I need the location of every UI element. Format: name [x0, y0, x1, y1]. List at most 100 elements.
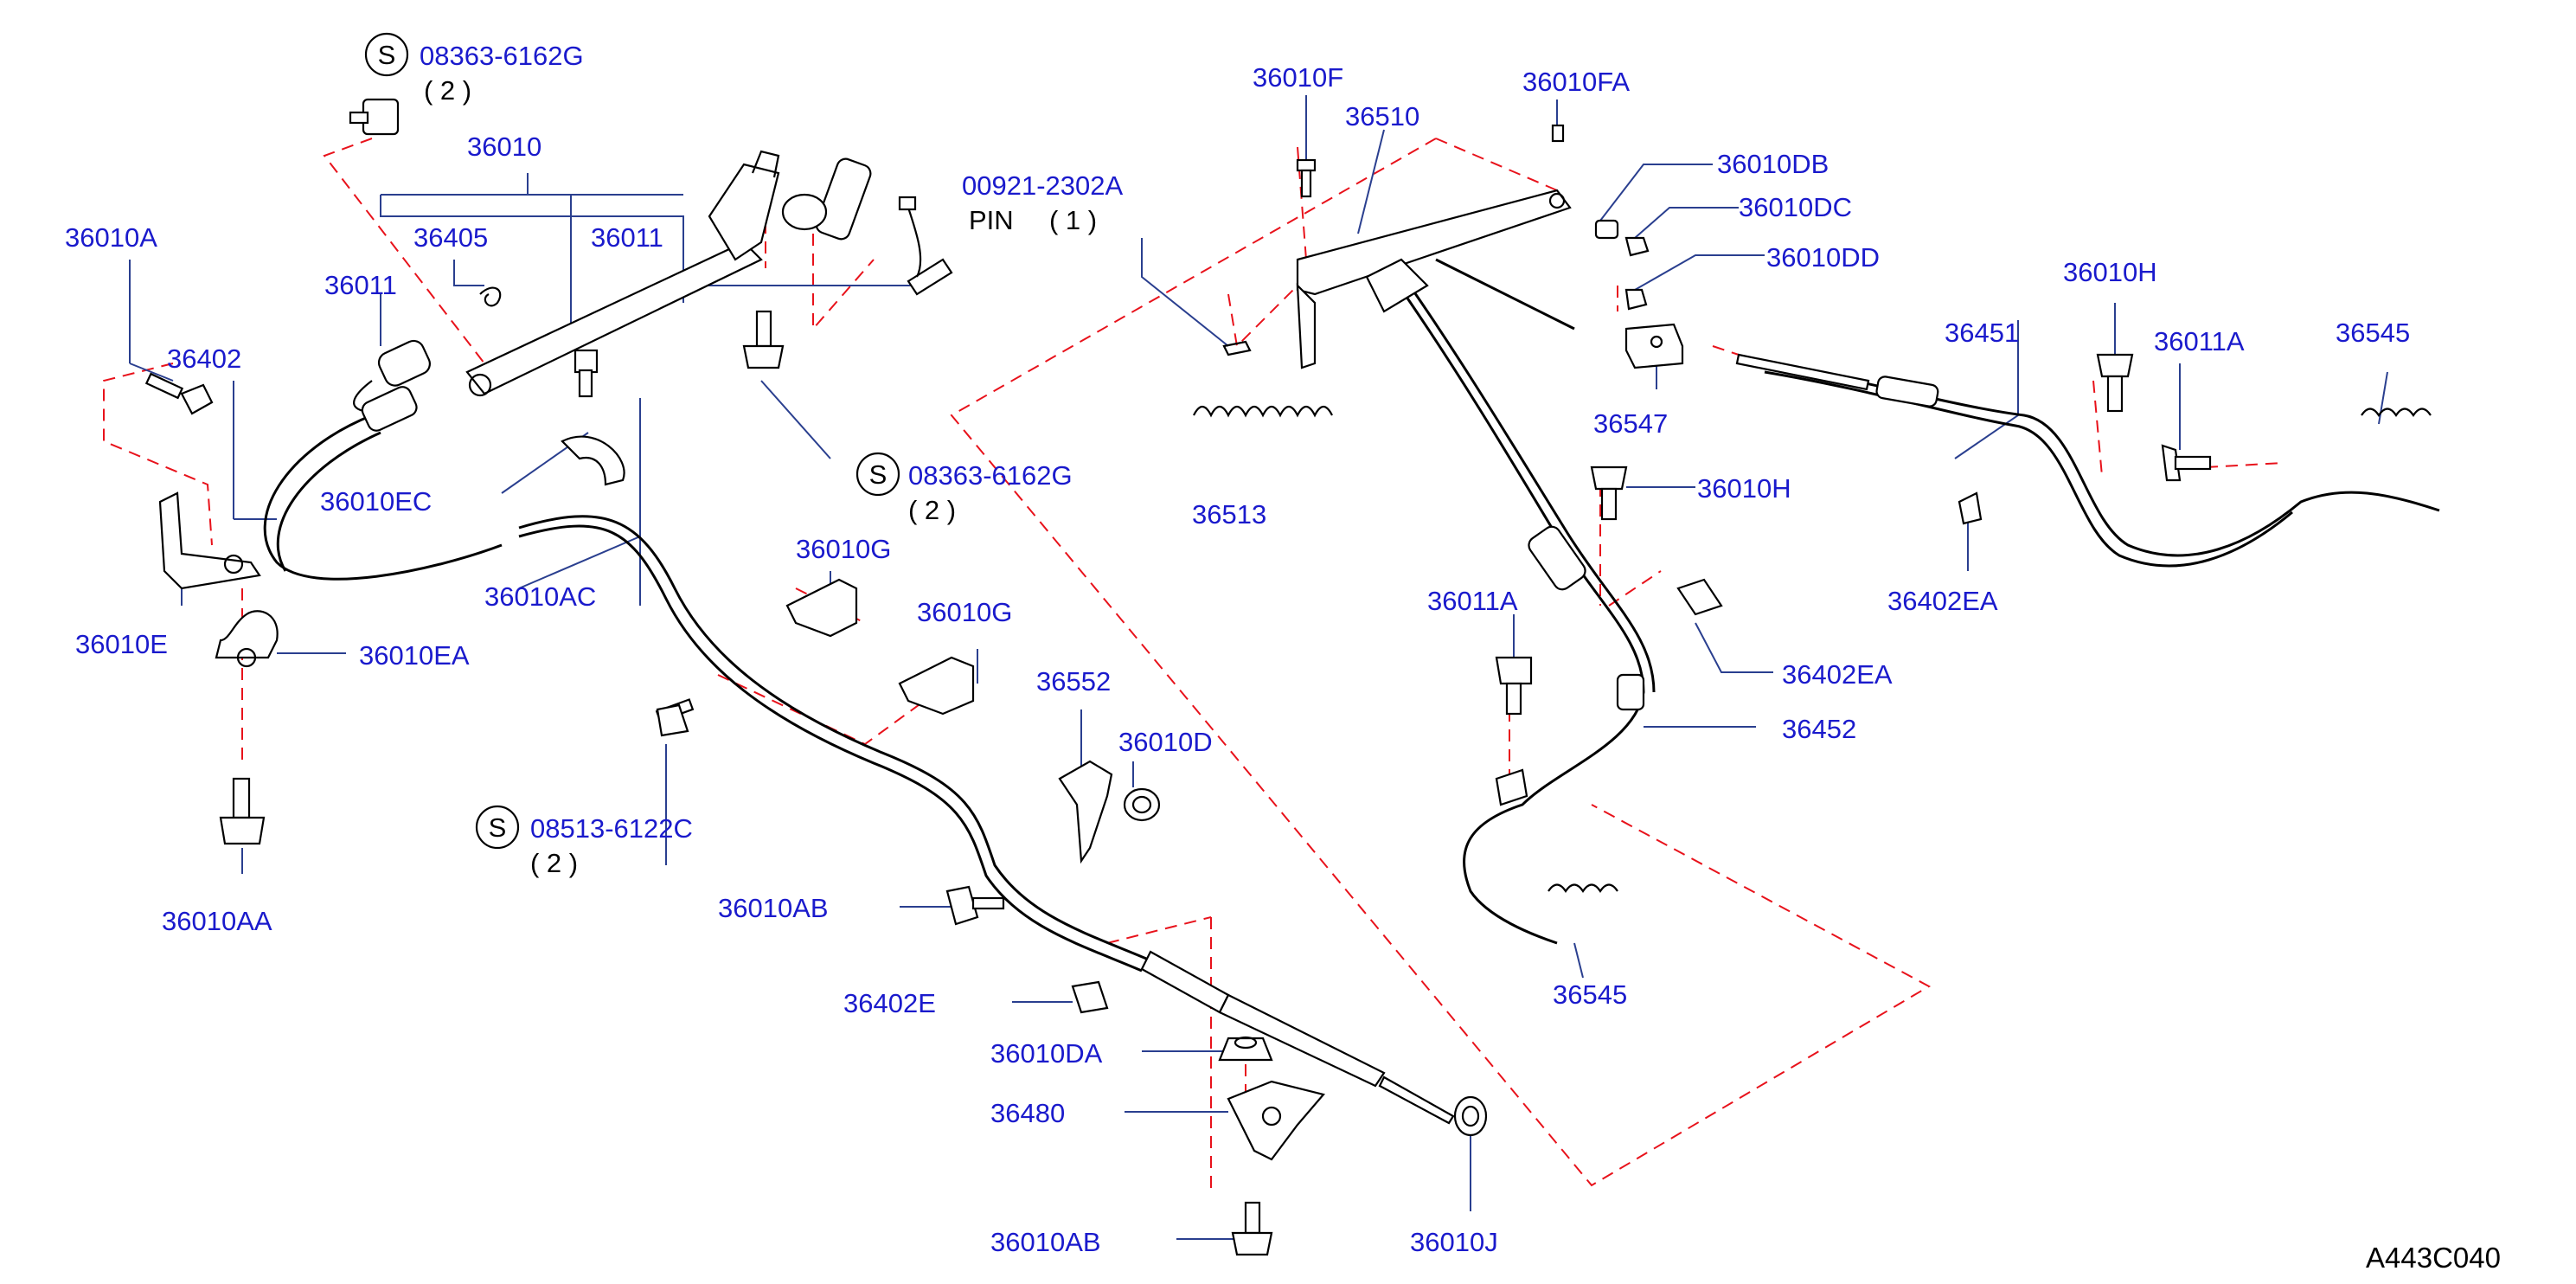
bolt-36402 [144, 372, 214, 415]
bolt-36011A-a [2161, 444, 2212, 482]
hand-brake-lever [465, 150, 872, 397]
label-36402EA-mid[interactable]: 36402EA [1782, 659, 1893, 690]
label-pin: PIN [969, 205, 1014, 235]
label-36010J[interactable]: 36010J [1410, 1227, 1498, 1257]
label-36545-bottom[interactable]: 36545 [1553, 979, 1627, 1010]
label-36010H-mid[interactable]: 36010H [1697, 473, 1791, 504]
label-36010DB[interactable]: 36010DB [1717, 149, 1829, 179]
nut-36010DA [1218, 1036, 1273, 1062]
label-08363-6162G-mid[interactable]: 08363-6162G [908, 460, 1073, 491]
qty-pin: ( 1 ) [1049, 205, 1097, 235]
figure-code: A443C040 [2366, 1242, 2501, 1274]
nut-36010DD [1624, 288, 1648, 311]
label-08363-6162G-top[interactable]: 08363-6162G [420, 41, 584, 71]
spring-36513 [1193, 405, 1333, 418]
label-36513[interactable]: 36513 [1192, 499, 1266, 530]
bolt-36010AA [219, 777, 266, 845]
nut-36010DC [1624, 236, 1650, 257]
label-36010AB-a[interactable]: 36010AB [718, 893, 829, 923]
label-36405[interactable]: 36405 [413, 222, 488, 253]
equalizer-lever-36510 [1296, 189, 1572, 369]
bolt-36010H-b [1590, 465, 1628, 521]
adjuster-block-36547 [1624, 323, 1684, 369]
label-08513-6122C[interactable]: 08513-6122C [530, 813, 693, 844]
bolt-08513 [655, 698, 695, 737]
label-36010[interactable]: 36010 [467, 132, 541, 162]
label-36010DC[interactable]: 36010DC [1739, 192, 1852, 222]
svg-text:S: S [489, 812, 507, 843]
bolt-36010F [1296, 158, 1317, 198]
bolt-36010AB-a [945, 885, 1005, 926]
label-36545-right[interactable]: 36545 [2336, 318, 2410, 348]
leader-lines [129, 95, 2388, 1240]
clip-36010G-a [785, 578, 858, 638]
label-36010EA[interactable]: 36010EA [359, 640, 470, 671]
bolt-36010AB-b [1231, 1201, 1273, 1256]
bracket-36480 [1227, 1080, 1325, 1161]
bolt-36011A-b [1495, 656, 1533, 716]
clamp-36010EA [215, 610, 279, 668]
bolt-08363-top [349, 98, 400, 136]
label-36011-left[interactable]: 36011 [324, 270, 397, 300]
clip-36402EA-a [1958, 491, 1983, 525]
label-36010FA[interactable]: 36010FA [1522, 67, 1630, 97]
qty-bot: ( 2 ) [530, 848, 578, 878]
label-36547[interactable]: 36547 [1593, 408, 1668, 439]
label-36010A[interactable]: 36010A [65, 222, 157, 253]
label-36402[interactable]: 36402 [167, 343, 241, 374]
clamp-36010AC [561, 349, 625, 486]
label-36552[interactable]: 36552 [1036, 666, 1111, 697]
pin-00921 [1222, 340, 1252, 356]
label-36011A-right[interactable]: 36011A [2154, 326, 2245, 356]
label-36010H-right[interactable]: 36010H [2063, 257, 2157, 287]
qty-mid: ( 2 ) [908, 495, 956, 525]
label-36010G-a[interactable]: 36010G [796, 534, 891, 564]
nut-36010J [1453, 1095, 1488, 1137]
cable-adjuster-front [1140, 950, 1455, 1125]
brake-switch-right [898, 196, 953, 296]
clip-36402EA-b [1676, 578, 1723, 616]
parts [144, 98, 2432, 1256]
label-36452[interactable]: 36452 [1782, 714, 1856, 744]
svg-text:S: S [378, 40, 396, 70]
label-36510[interactable]: 36510 [1345, 101, 1419, 132]
cable-conduit-rib [1528, 376, 1939, 711]
bracket-36010E [158, 491, 261, 590]
cable-end-bracket [1495, 768, 1528, 806]
clip-36402E [1071, 980, 1109, 1014]
label-36451[interactable]: 36451 [1945, 318, 2019, 348]
svg-text:S: S [869, 459, 888, 490]
spring-clip-36405 [479, 286, 502, 307]
qty-top: ( 2 ) [424, 75, 471, 106]
label-36010D[interactable]: 36010D [1118, 727, 1213, 757]
part-labels: 08363-6162G ( 2 ) 36010 36010A 36405 360… [65, 41, 2410, 1257]
label-36010AB-b[interactable]: 36010AB [990, 1227, 1101, 1257]
label-36011A-mid[interactable]: 36011A [1427, 586, 1518, 616]
label-36010AC[interactable]: 36010AC [484, 581, 596, 612]
label-36010G-b[interactable]: 36010G [917, 597, 1012, 627]
s-symbol-2: S [855, 452, 900, 497]
bracket-36552 [1058, 760, 1113, 864]
label-36010EC[interactable]: 36010EC [320, 486, 432, 517]
s-symbol-1: S [364, 32, 409, 77]
nut-36010DB [1594, 219, 1619, 240]
threaded-rod [1735, 353, 1870, 391]
clip-36010G-b [898, 656, 975, 716]
s-symbol-3: S [475, 805, 520, 850]
label-36010F[interactable]: 36010F [1253, 62, 1343, 93]
label-00921-2302A[interactable]: 00921-2302A [962, 170, 1123, 201]
spring-36545-a [2361, 408, 2432, 417]
label-36480[interactable]: 36480 [990, 1098, 1065, 1128]
label-36010DA[interactable]: 36010DA [990, 1038, 1103, 1069]
label-36010DD[interactable]: 36010DD [1766, 242, 1880, 273]
bolt-36010H-a [2096, 353, 2134, 413]
grommet-36010D [1123, 787, 1161, 822]
pin-36010FA [1551, 124, 1565, 143]
label-36010E[interactable]: 36010E [75, 629, 168, 659]
label-36011-right[interactable]: 36011 [591, 222, 663, 253]
label-36402E[interactable]: 36402E [843, 988, 936, 1018]
bolt-08363-mid [742, 310, 785, 369]
label-36010AA[interactable]: 36010AA [162, 906, 272, 936]
label-36402EA-right[interactable]: 36402EA [1887, 586, 1998, 616]
